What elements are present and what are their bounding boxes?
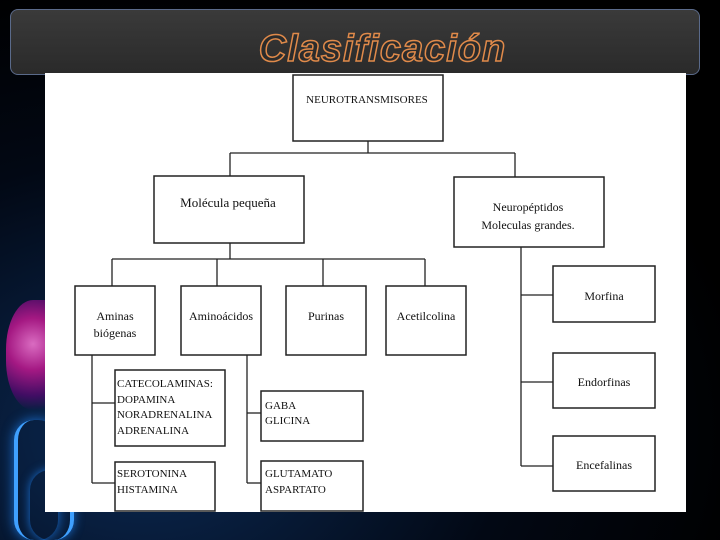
label-gaba: GABA [265,400,296,412]
box-aminoacidos [180,285,262,356]
label-moleculas-grandes: Moleculas grandes. [481,218,574,232]
label-adrenalina: ADRENALINA [117,425,189,437]
box-acetilcolina [385,285,467,356]
label-serotonina: SEROTONINA [117,468,187,480]
box-neuropeptidos [453,176,605,248]
label-catecolaminas: CATECOLAMINAS: [117,378,213,390]
label-encefalinas: Encefalinas [576,458,632,472]
classification-diagram: NEUROTRANSMISORES Molécula pequeña Neuro… [45,73,686,512]
box-gaba [260,390,364,442]
label-glicina: GLICINA [265,415,310,427]
box-molecula-pequena [153,175,305,244]
label-aminoacidos: Aminoácidos [189,309,253,323]
box-aminas-biogenas [74,285,156,356]
box-catecolaminas [114,369,226,447]
label-histamina: HISTAMINA [117,484,178,496]
label-purinas: Purinas [308,309,344,323]
box-serotonina [114,461,216,512]
box-neurotransmisores [292,74,444,142]
label-aminas: Aminas [96,309,134,323]
box-morfina [552,265,656,323]
connector-lines [91,141,553,484]
label-neuropeptidos: Neuropéptidos [493,200,564,214]
label-endorfinas: Endorfinas [578,375,631,389]
label-aspartato: ASPARTATO [265,484,326,496]
label-neurotransmisores: NEUROTRANSMISORES [306,94,428,106]
box-glutamato [260,460,364,512]
box-endorfinas [552,352,656,409]
skeleton-image [14,420,58,540]
box-encefalinas [552,435,656,492]
title-bar [10,9,700,75]
label-biogenas: biógenas [94,326,137,340]
box-purinas [285,285,367,356]
boxes [74,74,656,512]
label-noradrenalina: NORADRENALINA [117,409,212,421]
label-dopamina: DOPAMINA [117,394,175,406]
label-glutamato: GLUTAMATO [265,468,332,480]
label-morfina: Morfina [584,289,624,303]
label-molecula-pequena: Molécula pequeña [180,195,276,210]
label-acetilcolina: Acetilcolina [397,309,456,323]
slide-title: Clasificación [258,27,507,71]
